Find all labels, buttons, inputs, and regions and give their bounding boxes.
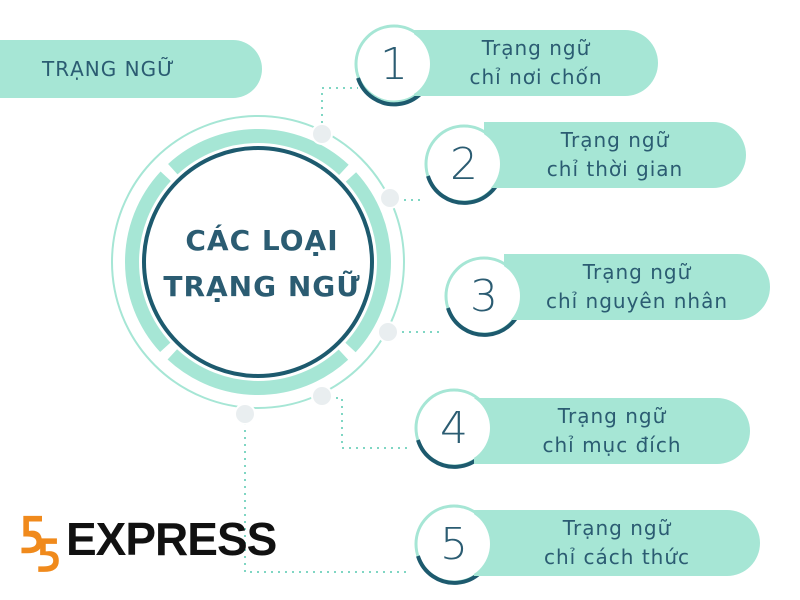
node-4 (311, 385, 333, 407)
item-4-number: 4 (418, 392, 490, 464)
item-2-line-2: chỉ thời gian (546, 157, 684, 181)
item-5-number: 5 (418, 508, 490, 580)
item-3-pill: Trạng ngữ chỉ nguyên nhân (504, 254, 770, 320)
item-4-line-2: chỉ mục đích (542, 433, 682, 457)
node-3 (377, 321, 399, 343)
item-2-pill: Trạng ngữ chỉ thời gian (484, 122, 746, 188)
node-5 (234, 403, 256, 425)
node-1 (311, 123, 333, 145)
diagram-title-text: TRẠNG NGỮ (42, 57, 176, 81)
item-5-line-2: chỉ cách thức (543, 545, 691, 569)
item-3-line-2: chỉ nguyên nhân (545, 289, 729, 313)
hub-label: CÁC LOẠI TRẠNG NGỮ (146, 218, 378, 310)
item-3-line-1: Trạng ngữ (582, 260, 692, 284)
connector-1 (321, 87, 358, 130)
item-1-line-1: Trạng ngữ (481, 36, 591, 60)
node-2 (379, 187, 401, 209)
hub-label-line-1: CÁC LOẠI (185, 224, 339, 257)
middle-ring (125, 129, 391, 395)
item-3-number: 3 (448, 260, 520, 332)
item-5-pill: Trạng ngữ chỉ cách thức (474, 510, 760, 576)
connector-5 (244, 416, 410, 573)
item-1-pill: Trạng ngữ chỉ nơi chốn (414, 30, 658, 96)
logo-icon (21, 515, 59, 572)
item-2-line-1: Trạng ngữ (560, 128, 670, 152)
item-4-line-1: Trạng ngữ (557, 404, 667, 428)
hub-label-line-2: TRẠNG NGỮ (163, 270, 361, 303)
item-5-line-1: Trạng ngữ (562, 516, 672, 540)
item-2-number: 2 (428, 128, 500, 200)
diagram-title: TRẠNG NGỮ (0, 40, 262, 98)
logo-text: EXPRESS (66, 513, 277, 565)
item-1-number: 1 (358, 28, 430, 100)
inner-ring (142, 146, 374, 378)
connector-4 (322, 397, 408, 449)
outer-ring (111, 115, 405, 409)
item-4-pill: Trạng ngữ chỉ mục đích (474, 398, 750, 464)
item-1-line-2: chỉ nơi chốn (469, 65, 603, 89)
